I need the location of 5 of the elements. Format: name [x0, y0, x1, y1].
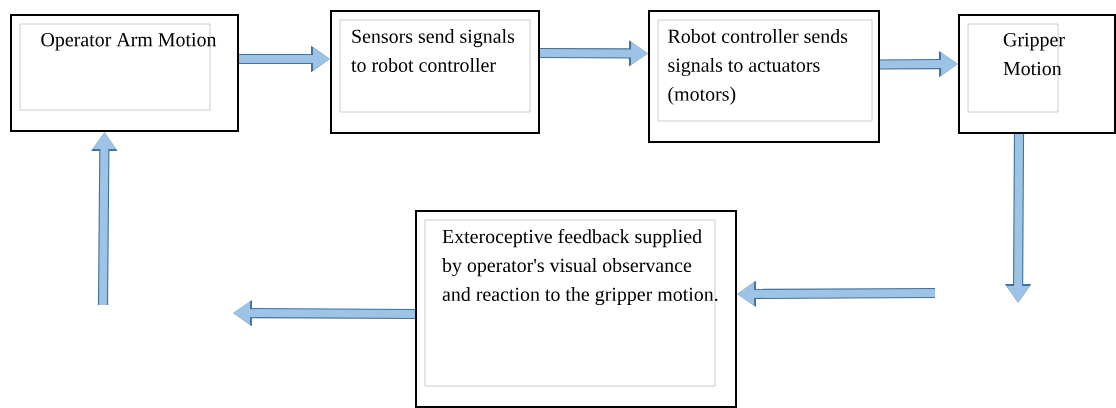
text-box: Sensors send signals to robot controller — [330, 10, 540, 134]
text-box: Robot controller sends signals to actuators (motors) — [648, 10, 880, 143]
text-box: Operator Arm Motion — [10, 14, 239, 132]
text-box: Exteroceptive feedback supplied by operator's visual observance and reaction to the gripper motion. — [415, 210, 737, 408]
text-box: Gripper Motion — [958, 14, 1116, 134]
